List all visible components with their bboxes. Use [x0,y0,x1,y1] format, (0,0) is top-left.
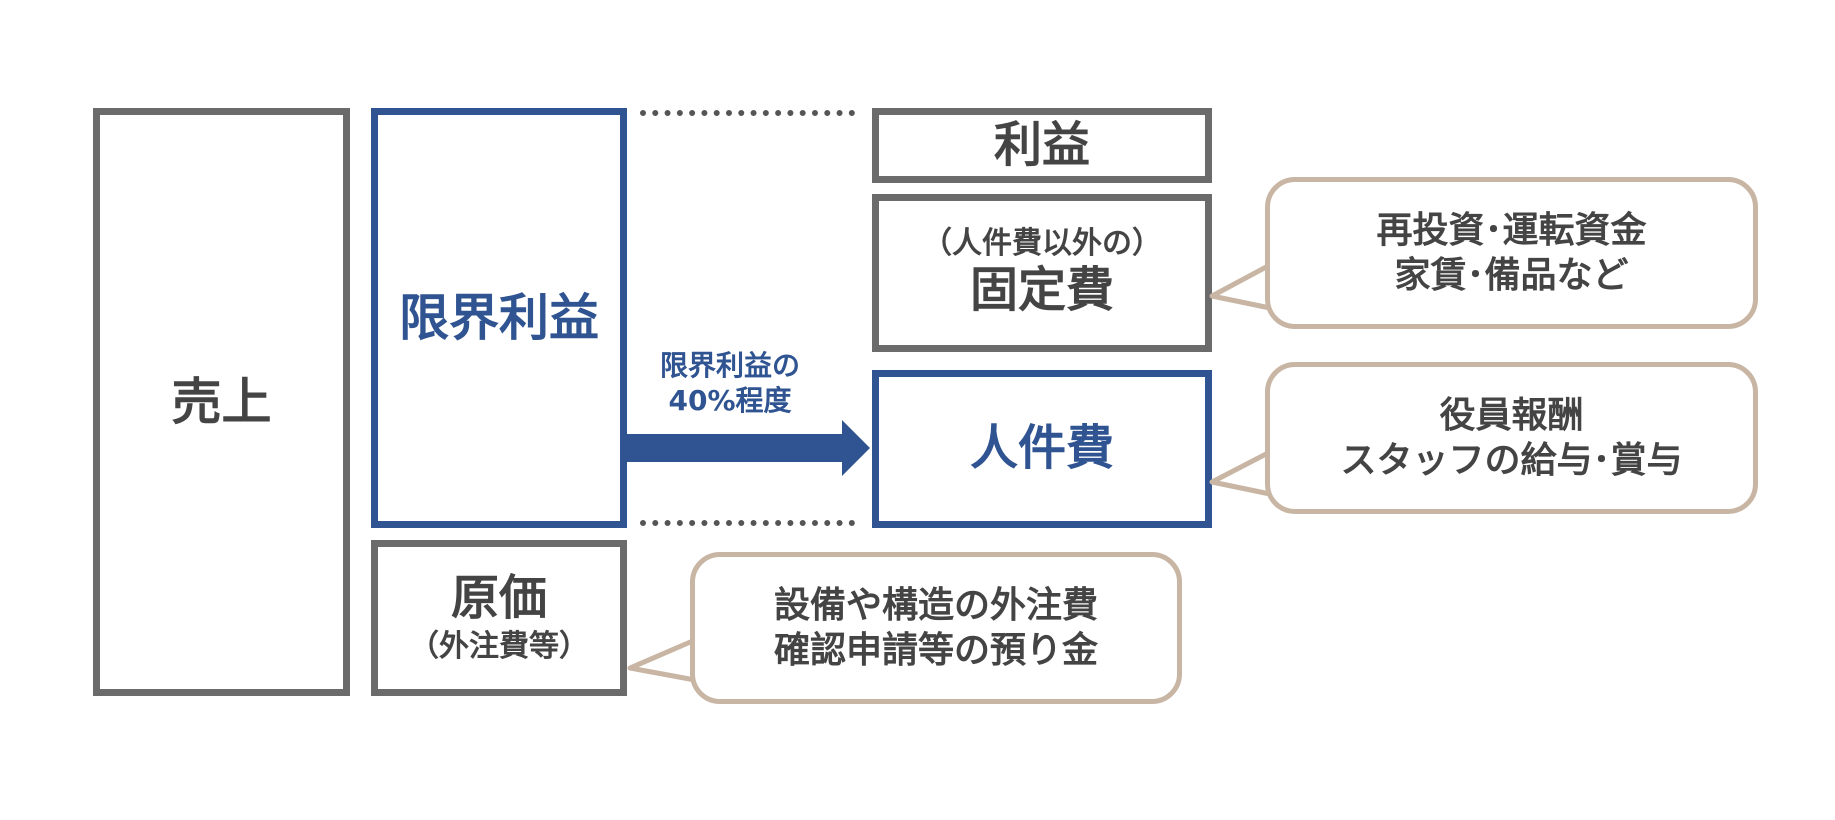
fixed-costs-label: 固定費 [969,262,1114,319]
marginal-profit-box: 限界利益 [371,108,627,528]
personnel-label: 人件費 [969,420,1114,477]
cost-of-goods-label: 原価 [450,569,547,626]
callout-cost: 設備や構造の外注費 確認申請等の預り金 [690,552,1182,704]
cost-of-goods-box: 原価 （外注費等） [371,540,627,696]
sales-label: 売上 [171,372,272,431]
callout-cost-line1: 設備や構造の外注費 [773,585,1098,626]
callout-personnel: 役員報酬 スタッフの給与･賞与 [1265,362,1758,514]
personnel-box: 人件費 [872,370,1212,528]
bottom-dotted-line [640,520,855,526]
callout-fixed: 再投資･運転資金 家賃･備品など [1265,177,1758,329]
fixed-costs-note: （人件費以外の） [922,226,1162,262]
profit-label: 利益 [993,116,1090,173]
profit-box: 利益 [872,108,1212,183]
callout-personnel-line1: 役員報酬 [1439,395,1584,436]
arrow-label-line1: 限界利益の [659,349,800,382]
marginal-profit-label: 限界利益 [399,289,599,347]
sales-box: 売上 [93,108,350,696]
fixed-costs-box: （人件費以外の） 固定費 [872,194,1212,352]
arrow-label: 限界利益の 40%程度 [630,348,830,418]
callout-fixed-line1: 再投資･運転資金 [1376,210,1647,251]
top-dotted-line [640,110,855,116]
cost-of-goods-note: （外注費等） [409,629,589,665]
callout-cost-line2: 確認申請等の預り金 [773,630,1098,671]
callout-personnel-line2: スタッフの給与･賞与 [1340,440,1683,481]
callout-fixed-line2: 家賃･備品など [1394,255,1629,296]
arrow-label-line2: 40%程度 [668,384,792,417]
